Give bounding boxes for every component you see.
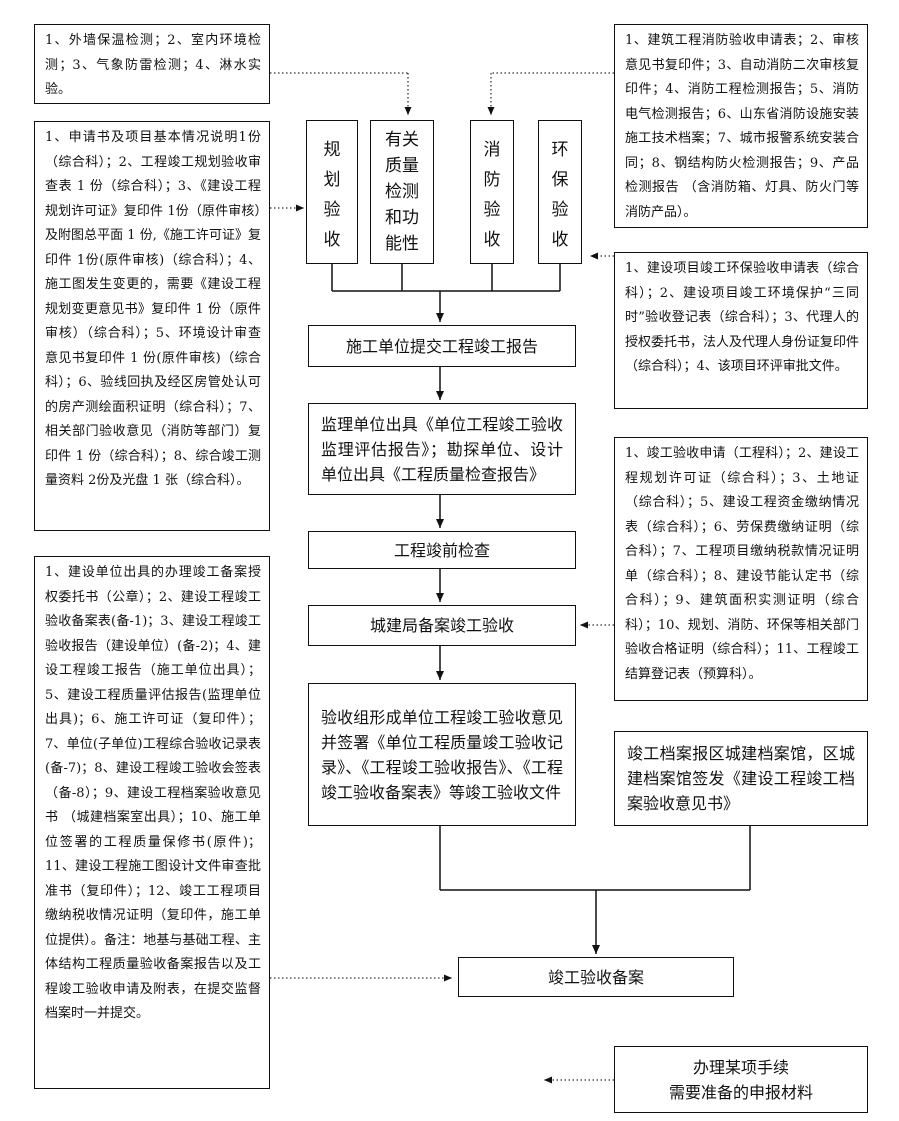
- note-planning-materials: 1、申请书及项目基本情况说明1份（综合科）；2、工程竣工规划验收审查表 1 份（…: [34, 121, 270, 531]
- note-env-materials: 1、建设项目竣工环保验收申请表（综合科）；2、建设项目竣工环境保护“三同时”验收…: [614, 252, 868, 409]
- column-label: 环 保 验 收: [551, 140, 569, 250]
- flow-step-acceptance-documents: 验收组形成单位工程竣工验收意见并签署《单位工程质量竣工验收记录》、《工程竣工验收…: [308, 683, 576, 826]
- archive-box: 竣工档案报区城建档案馆，区城建档案馆签发《建设工程竣工档案验收意见书》: [614, 731, 868, 826]
- column-label: 消 防 验 收: [483, 140, 501, 250]
- flow-step-supervision-report: 监理单位出具《单位工程竣工验收监理评估报告》；勘探单位、设计单位出具《工程质量检…: [308, 403, 576, 495]
- note-wall-testing: 1、外墙保温检测；2、室内环境检测；3、气象防雷检测；4、淋水实验。: [34, 24, 270, 104]
- column-env-acceptance: 环 保 验 收: [538, 120, 582, 264]
- legend-box: 办理某项手续 需要准备的申报材料: [614, 1046, 868, 1113]
- column-fire-acceptance: 消 防 验 收: [470, 120, 514, 264]
- flow-step-completion-report: 施工单位提交工程竣工报告: [308, 325, 576, 367]
- column-label: 规 划 验 收: [323, 140, 341, 250]
- note-fire-materials: 1、建筑工程消防验收申请表；2、审核意见书复印件；3、自动消防二次审核复印件；4…: [614, 24, 868, 228]
- column-planning-acceptance: 规 划 验 收: [306, 120, 358, 264]
- column-label: 有关 质量 检测 和功 能性: [385, 130, 419, 254]
- final-filing-box: 竣工验收备案: [458, 957, 734, 997]
- flow-step-city-bureau-filing: 城建局备案竣工验收: [308, 605, 576, 646]
- note-filing-materials: 1、建设单位出具的办理竣工备案授权委托书（公章）；2、建设工程竣工验收备案表(备…: [34, 556, 270, 1089]
- column-quality-function-testing: 有关 质量 检测 和功 能性: [370, 120, 434, 264]
- flow-step-pre-inspection: 工程竣前检查: [308, 531, 576, 569]
- note-completion-materials: 1、竣工验收申请（工程科）；2、建设工程规划许可证（综合科）；3、土地证（综合科…: [614, 437, 868, 701]
